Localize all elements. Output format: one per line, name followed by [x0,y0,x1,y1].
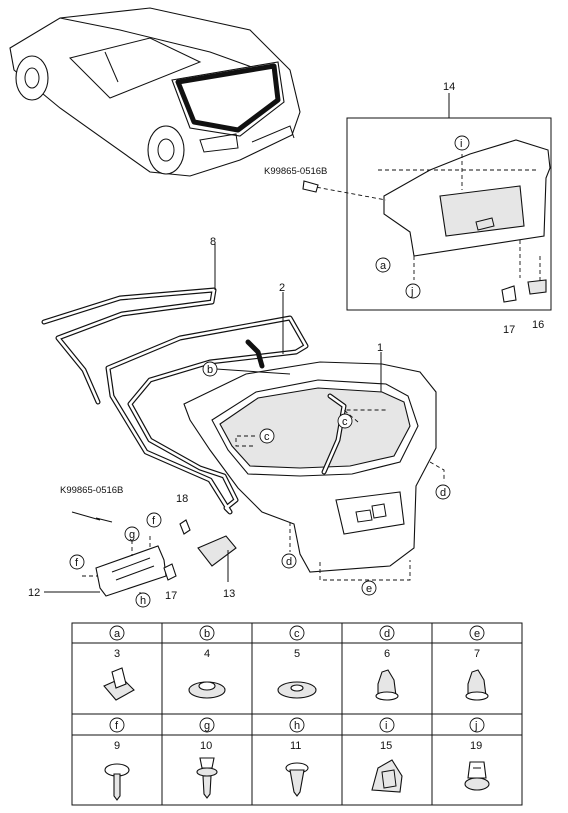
weatherstrip-8 [41,287,217,405]
legend-part-h: 11 [290,740,301,752]
callout-13: 13 [223,588,235,600]
legend-letter-j: j [474,720,477,732]
weatherstrip-2 [105,315,309,515]
callout-g: g [129,529,135,541]
legend-part-c: 5 [294,648,300,660]
callout-bolt-code-top: K99865-0516B [264,166,327,177]
fastener-7-icon [465,669,489,701]
callout-1: 1 [377,342,383,354]
callout-f-left: f [75,557,79,569]
tailgate-panel [183,361,437,573]
leader-lines [71,244,445,581]
callout-i: i [460,138,462,150]
callout-labels: 14 K99865-0516B a i j 17 16 8 2 1 b c c … [28,81,544,608]
callout-d-lower: d [286,556,292,568]
callout-b: b [207,364,213,376]
legend-part-g: 10 [200,740,212,752]
fastener-10-icon [196,757,218,799]
fastener-4-icon [188,681,226,699]
legend-letter-h: h [294,720,300,732]
legend-part-f: 9 [114,740,120,752]
callout-d-right: d [440,487,446,499]
fastener-11-icon [285,762,309,797]
legend-letter-i: i [385,720,387,732]
legend-letter-g: g [204,720,210,732]
legend-letter-d: d [384,628,390,640]
callout-2: 2 [279,282,285,294]
fastener-19-icon [464,761,490,791]
legend-part-i: 15 [380,740,392,752]
callout-c-left: c [264,431,270,443]
callout-17-top: 17 [503,324,515,336]
fastener-3-icon [103,667,135,701]
callout-f-upper: f [152,515,156,527]
callout-12: 12 [28,587,40,599]
legend-part-d: 6 [384,648,390,660]
legend-letter-e: e [474,628,480,640]
legend-letter-f: f [115,720,119,732]
callout-8: 8 [210,236,216,248]
fastener-5-icon [277,681,317,699]
car-illustration [9,7,301,177]
legend-letter-c: c [294,628,300,640]
fastener-9-icon [104,763,130,801]
callout-bolt-code-bottom: K99865-0516B [60,485,123,496]
callout-h: h [140,595,146,607]
callout-e: e [366,583,372,595]
legend-part-e: 7 [474,648,480,660]
legend-part-a: 3 [114,648,120,660]
legend-part-b: 4 [204,648,210,660]
legend-part-j: 19 [470,740,482,752]
callout-16: 16 [532,319,544,331]
callout-14: 14 [443,81,455,93]
fastener-legend-table: a b c d e 3 4 5 6 7 [71,622,523,806]
callout-18: 18 [176,493,188,505]
legend-letter-a: a [114,628,121,640]
trim-assembly-box [302,93,552,311]
fastener-6-icon [375,669,399,701]
fastener-15-icon [371,759,403,793]
callout-j: j [410,286,413,298]
callout-17-bottom: 17 [165,590,177,602]
legend-letter-b: b [204,628,210,640]
callout-a: a [380,260,387,272]
callout-c-right: c [342,416,348,428]
